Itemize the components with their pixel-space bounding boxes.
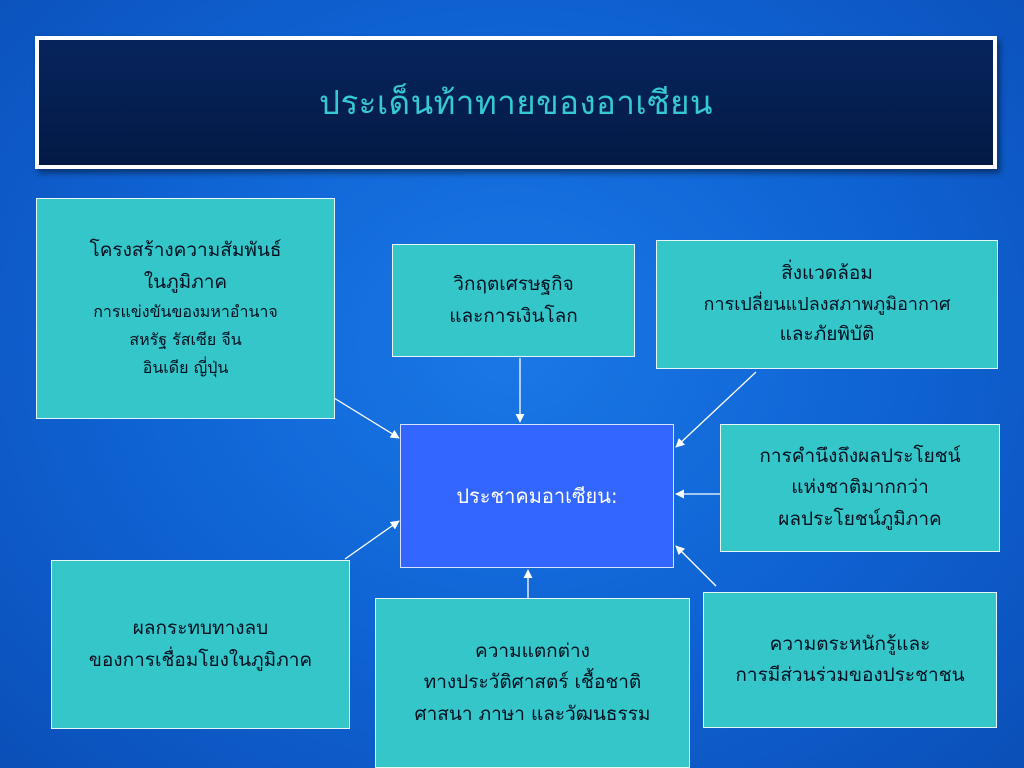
box-negative-impact: ผลกระทบทางลบ ของการเชื่อมโยงในภูมิภาค bbox=[51, 560, 350, 729]
environment-line2: การเปลี่ยนแปลงสภาพภูมิอากาศ bbox=[703, 293, 951, 315]
structure-line1: โครงสร้างความสัมพันธ์ bbox=[89, 239, 282, 262]
awareness-line2: การมีส่วนร่วมของประชาชน bbox=[735, 664, 965, 686]
box-differences: ความแตกต่าง ทางประวัติศาสตร์ เชื้อชาติ ศ… bbox=[375, 598, 690, 768]
structure-line2: ในภูมิภาค bbox=[143, 270, 228, 293]
box-national-interest: การคำนึงถึงผลประโยชน์ แห่งชาติมากกว่า ผล… bbox=[720, 424, 1000, 552]
national-interest-line2: แห่งชาติมากกว่า bbox=[791, 476, 929, 499]
negative-impact-line2: ของการเชื่อมโยงในภูมิภาค bbox=[88, 648, 313, 671]
title-banner: ประเด็นท้าทายของอาเซียน bbox=[35, 36, 997, 169]
economic-line2: และการเงินโลก bbox=[449, 304, 578, 327]
structure-sub1: การแข่งขันของมหาอำนาจ bbox=[93, 301, 278, 321]
center-label: ประชาคมอาเซียน: bbox=[456, 484, 618, 508]
differences-line1: ความแตกต่าง bbox=[475, 639, 590, 662]
awareness-line1: ความตระหนักรู้และ bbox=[769, 632, 931, 655]
box-public-awareness: ความตระหนักรู้และ การมีส่วนร่วมของประชาช… bbox=[703, 592, 997, 728]
arrow-structure bbox=[333, 397, 400, 439]
box-economic-crisis: วิกฤตเศรษฐกิจ และการเงินโลก bbox=[392, 244, 635, 357]
national-interest-line3: ผลประโยชน์ภูมิภาค bbox=[778, 507, 942, 530]
box-environment: สิ่งแวดล้อม การเปลี่ยนแปลงสภาพภูมิอากาศ … bbox=[656, 240, 998, 369]
differences-line3: ศาสนา ภาษา และวัฒนธรรม bbox=[414, 702, 651, 725]
national-interest-line1: การคำนึงถึงผลประโยชน์ bbox=[759, 444, 961, 467]
arrow-awareness bbox=[675, 545, 717, 587]
differences-line2: ทางประวัติศาสตร์ เชื้อชาติ bbox=[423, 671, 642, 694]
environment-line3: และภัยพิบัติ bbox=[779, 323, 875, 346]
arrow-negative-impact bbox=[344, 520, 400, 560]
arrow-environment bbox=[675, 371, 757, 448]
structure-sub2: สหรัฐ รัสเซีย จีน bbox=[129, 329, 242, 349]
environment-line1: สิ่งแวดล้อม bbox=[781, 262, 873, 285]
slide-title: ประเด็นท้าทายของอาเซียน bbox=[319, 83, 713, 122]
negative-impact-line1: ผลกระทบทางลบ bbox=[132, 617, 269, 640]
box-regional-structure: โครงสร้างความสัมพันธ์ ในภูมิภาค การแข่งข… bbox=[36, 198, 335, 419]
center-box-asean-community: ประชาคมอาเซียน: bbox=[400, 424, 674, 568]
structure-sub3: อินเดีย ญี่ปุ่น bbox=[142, 357, 229, 377]
economic-line1: วิกฤตเศรษฐกิจ bbox=[453, 273, 574, 296]
